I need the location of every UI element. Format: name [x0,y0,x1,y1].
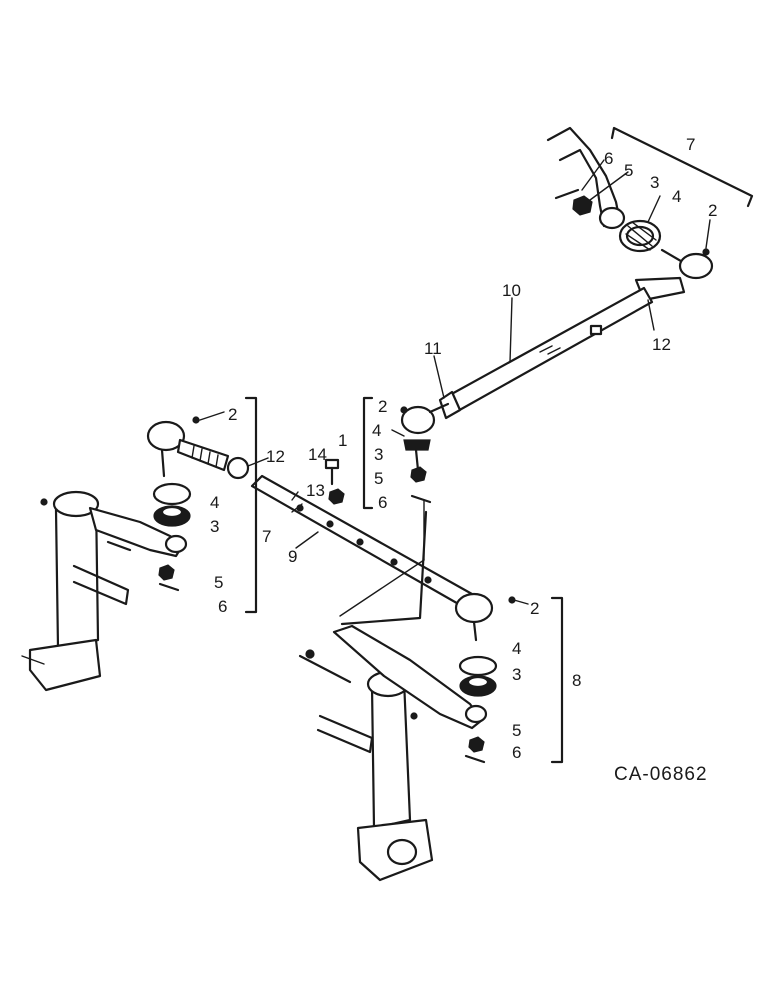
tie-rod-end-right-8 [454,592,516,642]
callout-7-top: 7 [686,135,695,154]
callout-3-left: 3 [210,517,219,536]
callout-12-left: 12 [266,447,285,466]
bolt-14 [324,458,340,486]
drawing-code: CA-06862 [614,764,708,785]
callout-5-left: 5 [214,573,223,592]
callout-3-mid: 3 [374,445,383,464]
callout-2-mid: 2 [378,397,387,416]
callout-3-top: 3 [650,173,659,192]
callout-4-low: 4 [512,639,521,658]
callout-7-left: 7 [262,527,271,546]
callout-9: 9 [288,547,297,566]
top-dust-seal-3-4 [618,219,662,253]
right-nut-5 [468,736,485,753]
mid-cotter-pin-6 [410,494,432,504]
callout-4-left: 4 [210,493,219,512]
tie-rod-end-left-7 [146,416,250,480]
lower-spindle [298,510,488,882]
bracket-8 [550,596,564,764]
callout-5-mid: 5 [374,469,383,488]
callout-2-top: 2 [708,201,717,220]
callout-4-top: 4 [672,187,681,206]
callout-12-right: 12 [652,335,671,354]
bracket-7-left [244,396,258,614]
left-dust-seal [152,482,192,527]
callout-4-mid: 4 [372,421,381,440]
left-nut-5 [158,564,175,581]
top-ball-stud-end [660,248,714,280]
callout-14: 14 [308,445,327,464]
left-cotter-6 [158,582,180,592]
callout-6-left: 6 [218,597,227,616]
callout-5-top: 5 [624,161,633,180]
left-spindle [21,490,188,692]
cross-tube-9 [250,474,474,608]
callout-8: 8 [572,671,581,690]
bracket-7-top [610,126,754,208]
tie-rod-10 [438,276,686,420]
callout-1: 1 [338,431,347,450]
right-cotter-6 [464,754,486,764]
leader-lines [199,159,711,617]
tie-rod-end-left-1 [400,402,450,472]
right-dust-seal [458,655,498,697]
callout-10: 10 [502,281,521,300]
bracket-1 [362,396,374,510]
mid-castle-nut-5 [410,466,427,483]
top-cotter-pin-6 [554,188,580,200]
callout-3-low: 3 [512,665,521,684]
nut-13 [328,488,345,505]
callout-6-low: 6 [512,743,521,762]
callout-6-top: 6 [604,149,613,168]
top-steering-arm [546,126,626,230]
callout-2-left: 2 [228,405,237,424]
callout-13: 13 [306,481,325,500]
callout-labels: 7 6 5 3 4 2 10 12 11 2 1 4 3 14 5 13 6 2… [210,135,717,785]
callout-6-mid: 6 [378,493,387,512]
callout-2-low: 2 [530,599,539,618]
top-castle-nut-5 [572,195,593,216]
callout-11: 11 [424,339,442,358]
callout-5-low: 5 [512,721,521,740]
